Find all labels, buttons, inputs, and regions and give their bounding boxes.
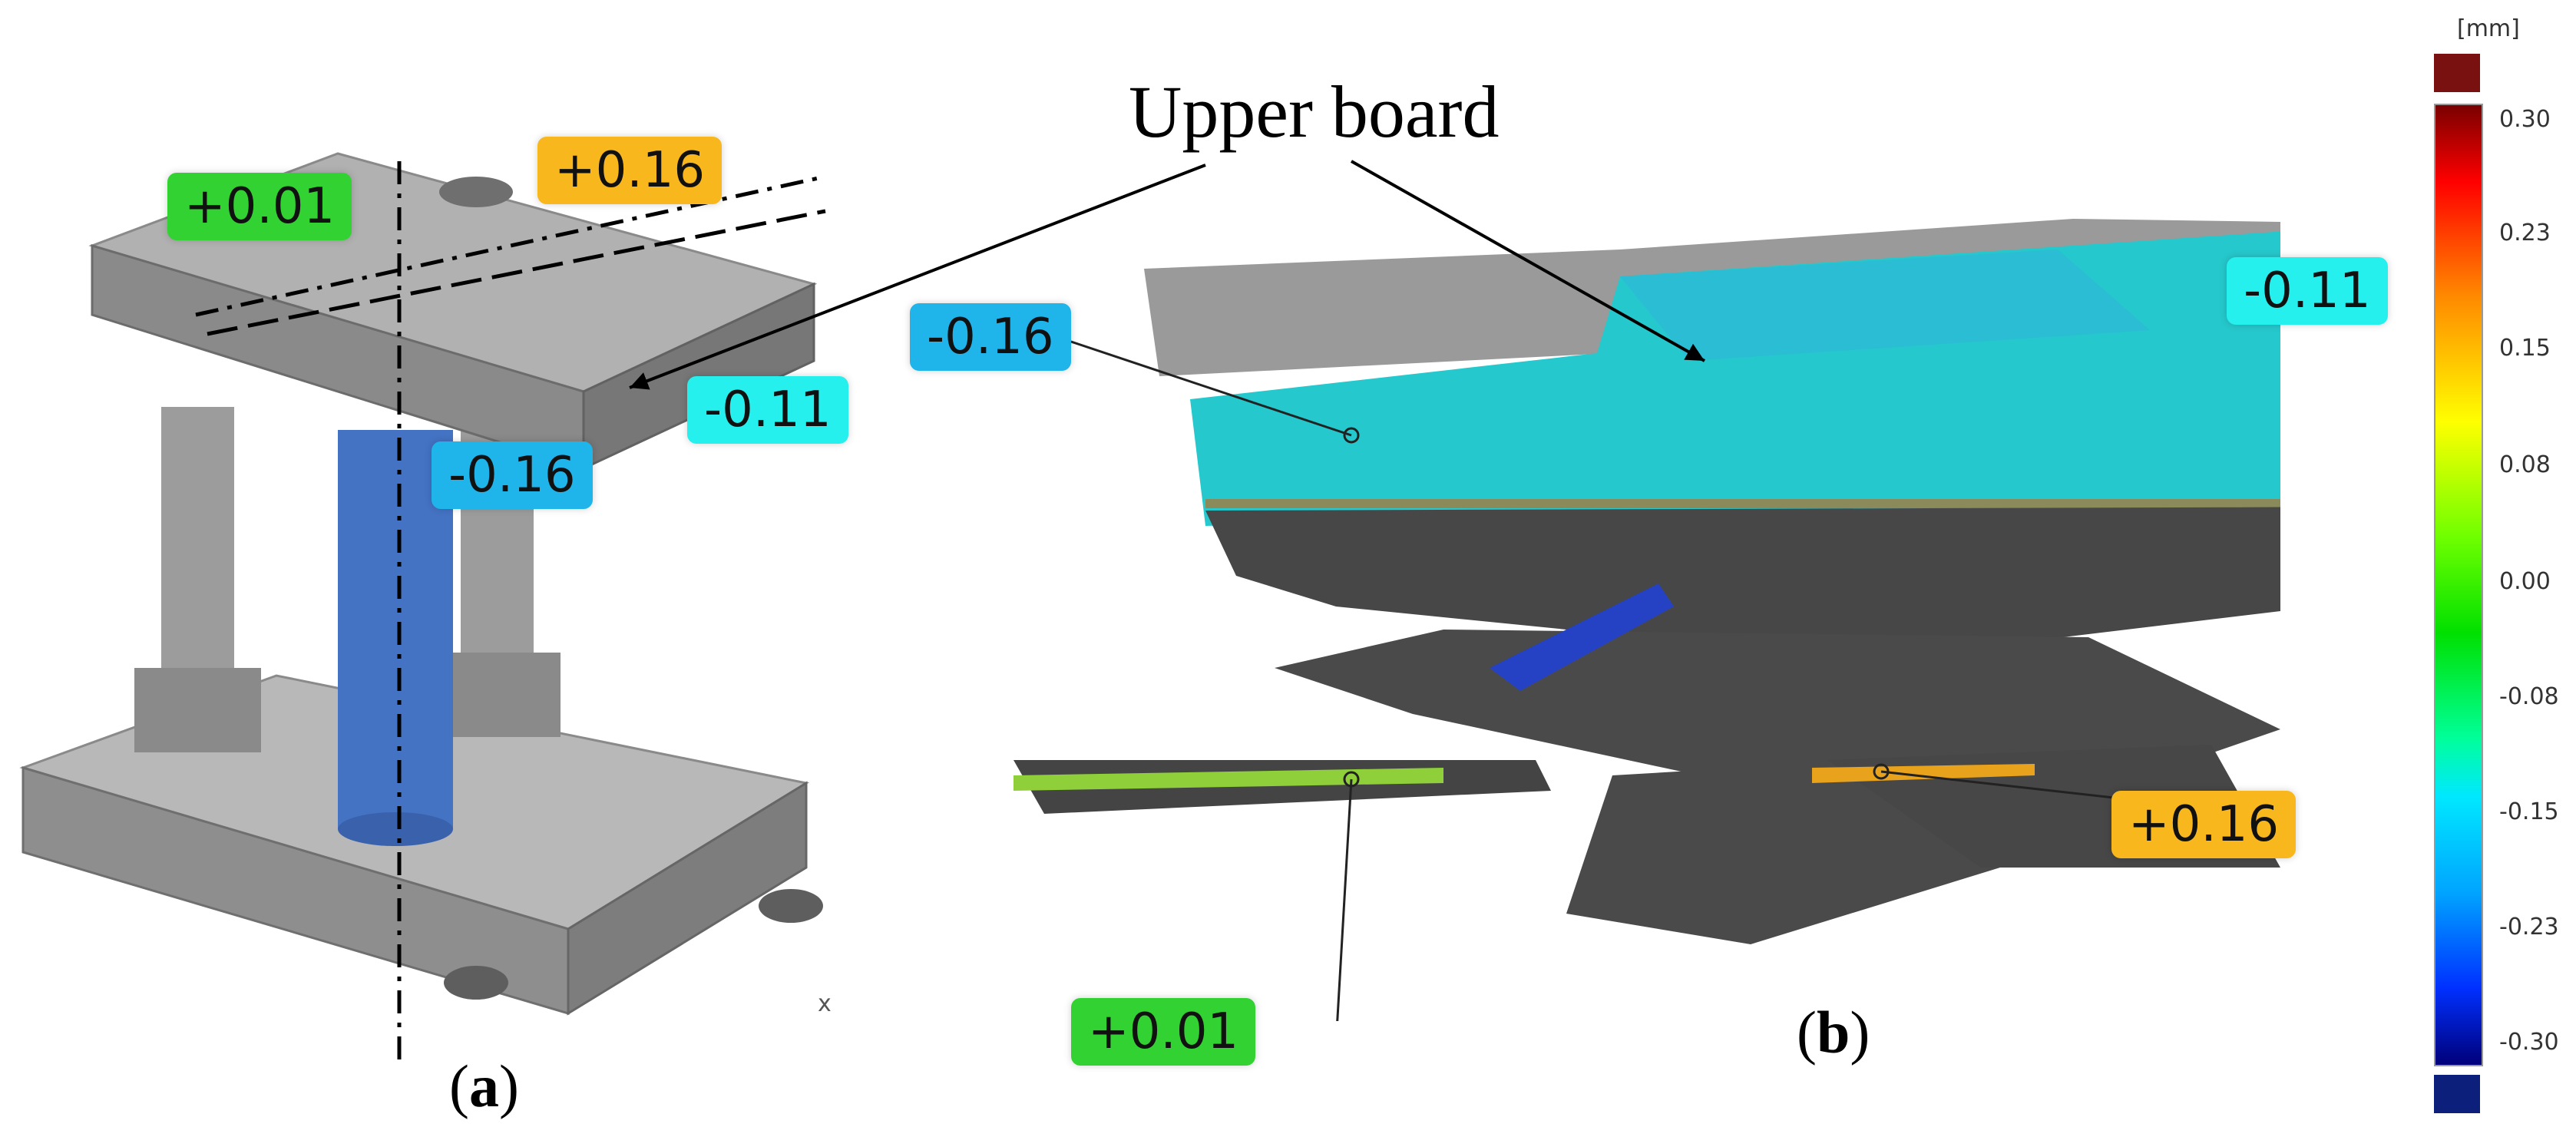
scan-strip-blue: [1490, 583, 1674, 691]
colorbar-tick: -0.23: [2499, 914, 2559, 940]
probe-point: [1343, 427, 1360, 444]
colorbar-tick: 0.08: [2499, 451, 2551, 478]
scan-tag: +0.16: [2111, 791, 2297, 858]
colorbar-tick: -0.08: [2499, 683, 2559, 710]
scan-board-edge: [1205, 499, 2280, 508]
colorbar-tick: -0.30: [2499, 1029, 2559, 1056]
pillar-foot: [434, 653, 561, 737]
leader-line: [1336, 778, 1353, 1021]
caption-b: (b): [1797, 999, 1870, 1066]
scan-deviation-map: [1014, 219, 2280, 1021]
scan-tag: -0.16: [910, 303, 1071, 371]
highlighted-pillar-base: [338, 812, 453, 846]
model-tag: -0.11: [687, 376, 848, 444]
slope-reference-line: [195, 174, 826, 317]
colorbar-unit: [mm]: [2457, 15, 2520, 42]
model-tag: -0.16: [432, 441, 593, 509]
colorbar-under: [2434, 1075, 2480, 1113]
model-tag: +0.01: [167, 173, 352, 240]
scan-tag: -0.11: [2227, 257, 2388, 325]
arrow-to-scan: [1351, 160, 1705, 362]
scan-shadow: [1205, 507, 2280, 653]
arrow-to-model: [629, 164, 1206, 390]
lower-base-side: [567, 781, 808, 1016]
scan-strip-green: [1014, 768, 1443, 791]
colorbar-tick: 0.15: [2499, 335, 2551, 362]
small-axis-mark: x: [818, 990, 832, 1017]
caption-a: (a): [449, 1053, 519, 1119]
model-tag: +0.16: [537, 137, 723, 204]
upper-board-title: Upper board: [1129, 71, 1500, 153]
colorbar-over: [2434, 54, 2480, 92]
colorbar-tick: 0.00: [2499, 568, 2551, 595]
colorbar-tick: 0.30: [2499, 106, 2551, 133]
board-hole: [439, 177, 513, 207]
colorbar-tick: 0.23: [2499, 220, 2551, 246]
colorbar-tick: -0.15: [2499, 798, 2559, 825]
base-hole: [759, 889, 823, 923]
scan-tag: +0.01: [1071, 998, 1256, 1066]
scan-strip-orange: [1812, 764, 2035, 783]
colorbar-gradient: [2434, 104, 2483, 1066]
slope-reference-line: [207, 209, 826, 336]
base-hole: [444, 966, 508, 1000]
pillar-foot: [134, 668, 261, 752]
scan-board-highlight: [1620, 250, 2150, 361]
